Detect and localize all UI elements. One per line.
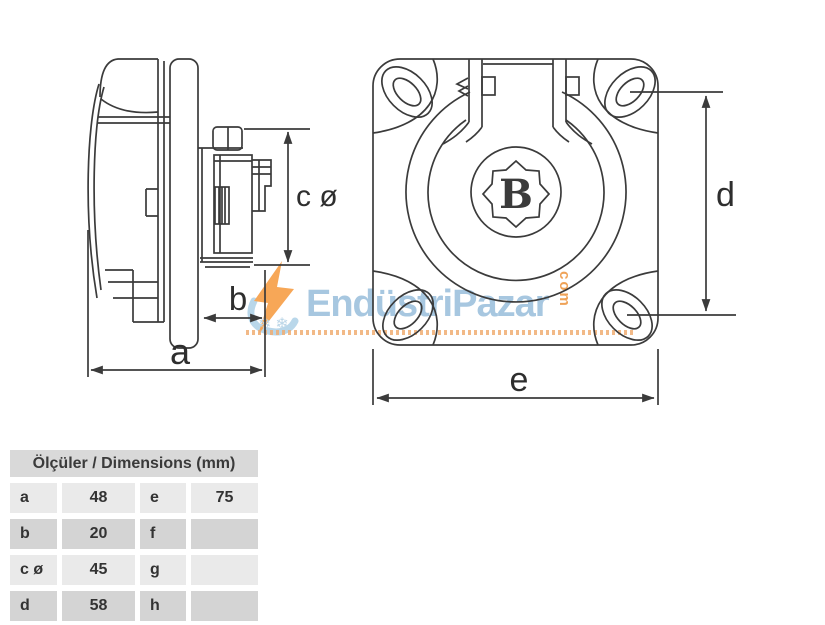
dim-key-cell: f bbox=[140, 519, 186, 549]
mounting-hole-top-left bbox=[381, 66, 433, 118]
watermark-underline bbox=[246, 330, 634, 335]
flange-plate-side bbox=[169, 58, 199, 349]
dim-label-a: a bbox=[170, 331, 191, 372]
mounting-hole-top-right bbox=[604, 66, 656, 118]
dimension-a: a bbox=[87, 230, 263, 377]
watermark-vertical-text: com bbox=[556, 271, 573, 308]
watermark-brand-text: EndüstriPazar bbox=[306, 283, 550, 325]
table-row: a 48 e 75 bbox=[10, 483, 258, 513]
dim-value-cell: 48 bbox=[62, 483, 135, 513]
mounting-hole-bottom-left bbox=[382, 289, 434, 341]
dim-key-cell: h bbox=[140, 591, 186, 621]
lightning-bolt-icon bbox=[254, 261, 294, 335]
dim-label-e: e bbox=[510, 361, 529, 399]
corner-boss-top-left bbox=[372, 58, 438, 134]
corner-boss-bottom-right bbox=[593, 270, 659, 346]
dim-key-cell: b bbox=[10, 519, 57, 549]
dim-label-b: b bbox=[229, 280, 247, 317]
dimension-d: d bbox=[627, 91, 736, 316]
table-row: b 20 f bbox=[10, 519, 258, 549]
dimensions-table: Ölçüler / Dimensions (mm) a 48 e 75 b 20… bbox=[10, 450, 258, 621]
dim-key-cell: a bbox=[10, 483, 57, 513]
mounting-bracket bbox=[252, 159, 272, 212]
hinge-spring bbox=[455, 77, 469, 97]
dim-key-cell: c ø bbox=[10, 555, 57, 585]
dim-value-cell bbox=[191, 591, 258, 621]
brand-logo-letter: B bbox=[499, 171, 533, 218]
side-view-drawing: c ø b a bbox=[87, 58, 338, 377]
star-logo bbox=[481, 159, 551, 229]
socket-inner-circle bbox=[427, 119, 605, 282]
corner-boss-bottom-left bbox=[372, 270, 438, 346]
lid-hinge bbox=[442, 59, 593, 145]
body-block bbox=[213, 154, 253, 254]
dim-key-cell: d bbox=[10, 591, 57, 621]
socket-body-side bbox=[198, 126, 272, 268]
dim-label-d: d bbox=[716, 176, 735, 214]
socket-hub-circle bbox=[470, 146, 562, 238]
lid-profile bbox=[87, 58, 170, 323]
dim-key-cell: g bbox=[140, 555, 186, 585]
corner-boss-top-right bbox=[593, 58, 659, 134]
dim-value-cell: 58 bbox=[62, 591, 135, 621]
dim-value-cell bbox=[191, 555, 258, 585]
latch-step bbox=[145, 188, 158, 217]
dim-value-cell: 45 bbox=[62, 555, 135, 585]
dimension-c: c ø bbox=[244, 128, 338, 266]
front-view-drawing: B d bbox=[372, 58, 736, 405]
table-row: c ø 45 g bbox=[10, 555, 258, 585]
dimension-b: b bbox=[203, 270, 266, 377]
mounting-plate bbox=[372, 58, 659, 346]
dim-key-cell: e bbox=[140, 483, 186, 513]
table-row: d 58 h bbox=[10, 591, 258, 621]
mounting-hole-bottom-right bbox=[601, 289, 653, 341]
dim-value-cell: 20 bbox=[62, 519, 135, 549]
dimension-e: e bbox=[372, 349, 659, 405]
dim-value-cell bbox=[191, 519, 258, 549]
dim-value-cell: 75 bbox=[191, 483, 258, 513]
socket-outer-circle bbox=[405, 91, 627, 303]
dimensions-table-header: Ölçüler / Dimensions (mm) bbox=[10, 450, 258, 477]
dim-label-c: c ø bbox=[296, 180, 338, 213]
